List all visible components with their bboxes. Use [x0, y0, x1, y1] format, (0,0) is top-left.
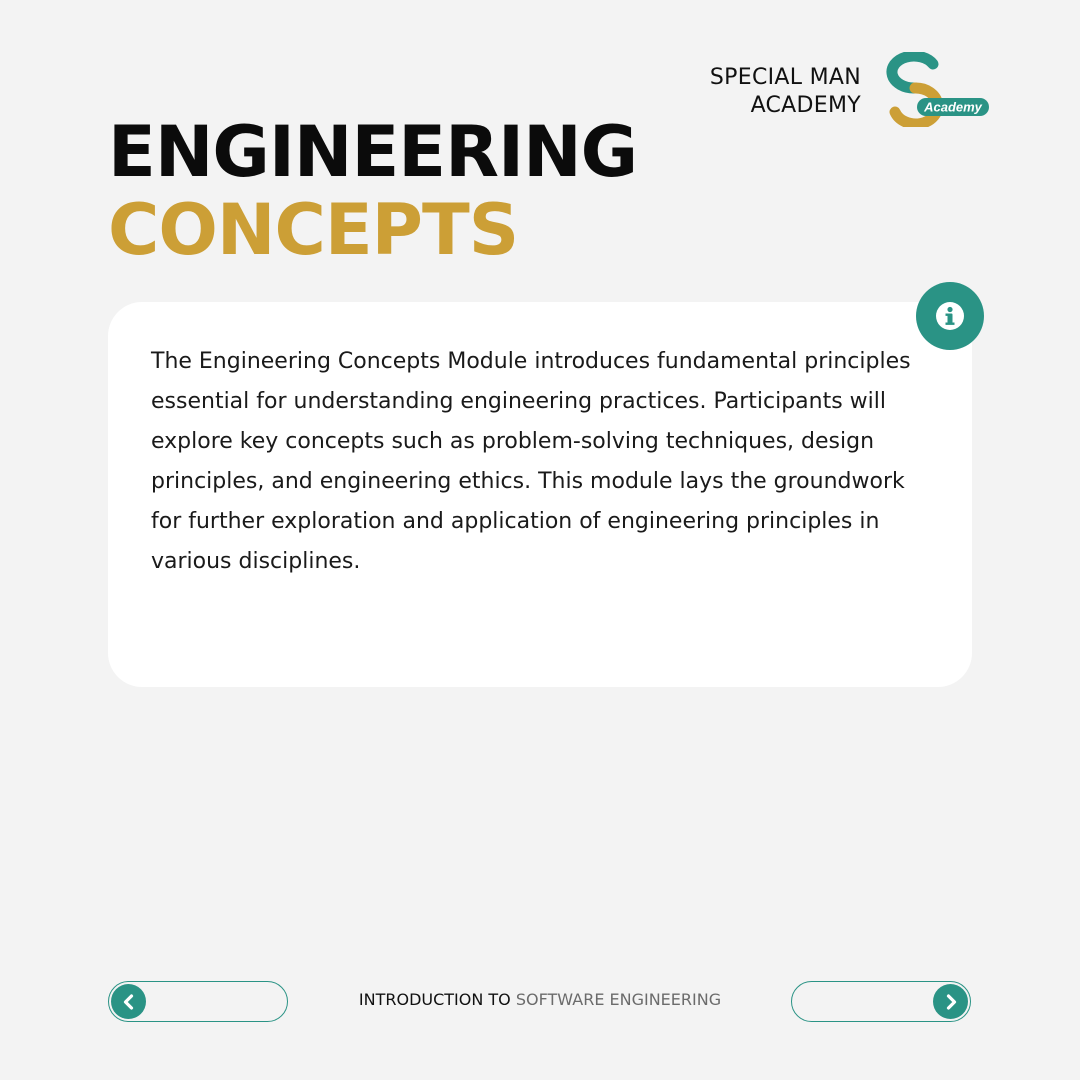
academy-logo: Academy — [886, 52, 989, 127]
chevron-right-icon — [933, 984, 968, 1019]
page-title: ENGINEERING CONCEPTS — [108, 110, 638, 272]
title-line2: CONCEPTS — [108, 189, 519, 271]
previous-button[interactable] — [108, 981, 288, 1022]
course-label-main: INTRODUCTION TO — [358, 990, 516, 1009]
description-card: The Engineering Concepts Module introduc… — [108, 302, 972, 687]
description-text: The Engineering Concepts Module introduc… — [151, 349, 911, 574]
info-icon — [916, 282, 984, 350]
info-icon-glyph — [936, 302, 964, 330]
logo-swirl-bottom — [889, 82, 944, 127]
brand-name: SPECIAL MAN ACADEMY — [710, 64, 861, 120]
title-line1: ENGINEERING — [108, 111, 638, 193]
logo-badge-text: Academy — [923, 100, 983, 115]
logo-swirl-top — [886, 52, 939, 94]
logo-badge — [917, 98, 989, 116]
brand-name-line2: ACADEMY — [750, 93, 861, 118]
course-label-accent: SOFTWARE ENGINEERING — [515, 990, 722, 1009]
course-label: INTRODUCTION TO SOFTWARE ENGINEERING — [0, 990, 1080, 1009]
brand-name-line1: SPECIAL MAN — [709, 65, 861, 90]
brand: SPECIAL MAN ACADEMY Academy — [700, 52, 995, 127]
next-button[interactable] — [791, 981, 971, 1022]
chevron-left-icon — [111, 984, 146, 1019]
